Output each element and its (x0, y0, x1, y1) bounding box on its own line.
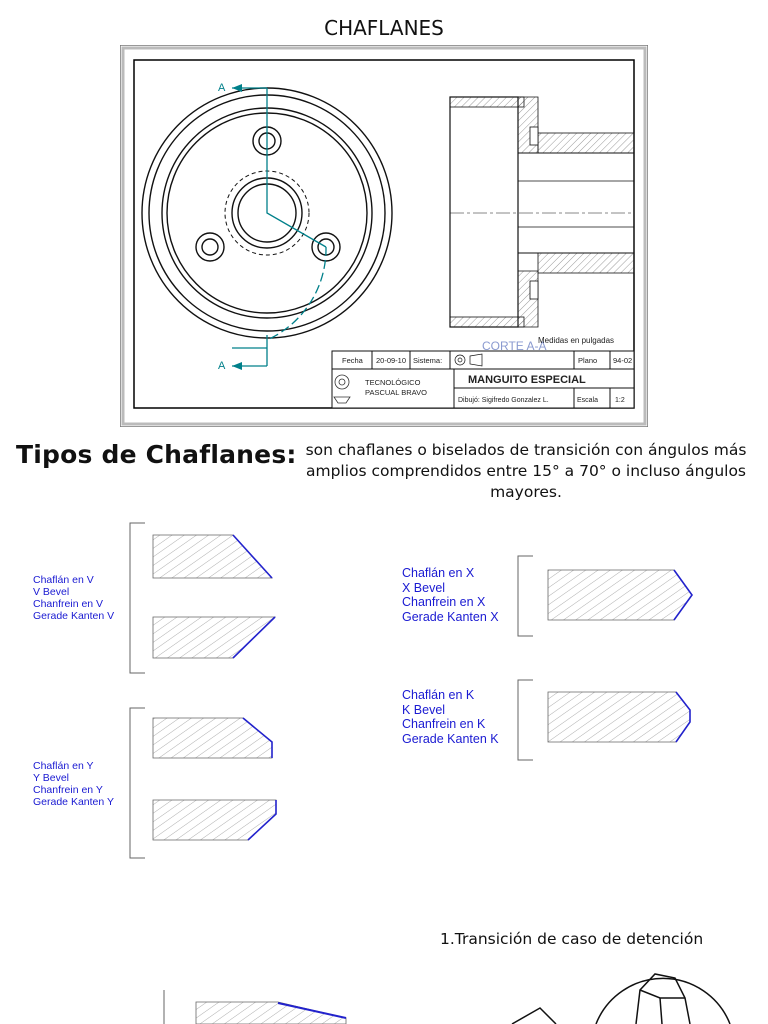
v-bevel-label-fr: Chanfrein en V (33, 598, 104, 610)
v-bevel-label-de: Gerade Kanten V (33, 610, 115, 622)
crystal-detail (635, 973, 691, 1024)
bevel-diagrams (129, 522, 693, 859)
k-bevel-label-de: Gerade Kanten K (402, 731, 499, 746)
y-bevel-label-en: Y Bevel (33, 772, 69, 784)
escala-value: 1:2 (615, 397, 625, 404)
bottom-diagrams (163, 973, 731, 1024)
y-bevel-labels: Chaflán en Y Y Bevel Chanfrein en Y Gera… (33, 760, 114, 808)
y-bevel-diagram (129, 707, 277, 859)
title-block: Fecha 20-09-10 Sistema: Plano 94-02 TECN… (331, 350, 635, 409)
projection-symbol-icon (454, 353, 483, 367)
section-view: CORTE A-A Medidas en pulgadas (449, 96, 635, 353)
section-marker-bottom: A (218, 360, 226, 372)
plano-value: 94-02 (613, 356, 632, 365)
v-bevel-labels: Chaflán en V V Bevel Chanfrein en V Gera… (33, 574, 114, 622)
units-note: Medidas en pulgadas (538, 336, 614, 345)
x-bevel-label-fr: Chanfrein en X (402, 595, 486, 609)
y-bevel-label-de: Gerade Kanten Y (33, 796, 114, 808)
section-description: son chaflanes o biselados de transición … (305, 441, 747, 501)
institution-logo (333, 374, 351, 404)
plano-label: Plano (578, 356, 597, 365)
institution-line-2: PASCUAL BRAVO (365, 388, 427, 397)
v-bevel-label-en: V Bevel (33, 586, 70, 598)
fecha-label: Fecha (342, 356, 364, 365)
k-bevel-diagram (517, 679, 691, 761)
x-bevel-diagram (517, 555, 693, 637)
v-bevel-label-es: Chaflán en V (33, 574, 94, 586)
k-bevel-label-en: K Bevel (402, 702, 446, 717)
institution-line-1: TECNOLÓGICO (365, 378, 421, 387)
y-bevel-label-fr: Chanfrein en Y (33, 784, 103, 796)
front-view (141, 87, 393, 339)
sistema-label: Sistema: (413, 356, 442, 365)
drawn-by: Dibujó: Sigifredo Gonzalez L. (458, 397, 549, 404)
k-bevel-label-fr: Chanfrein en K (402, 717, 486, 731)
x-bevel-label-de: Gerade Kanten X (402, 609, 499, 624)
section-label: CORTE A-A (482, 339, 546, 353)
page-title: CHAFLANES (324, 16, 444, 40)
section-marker-top: A (218, 82, 226, 94)
x-bevel-labels: Chaflán en X X Bevel Chanfrein en X Gera… (402, 566, 499, 624)
part-name: MANGUITO ESPECIAL (468, 374, 586, 386)
k-bevel-label-es: Chaflán en K (402, 688, 475, 702)
escala-label: Escala (577, 397, 598, 404)
y-bevel-label-es: Chaflán en Y (33, 760, 94, 772)
x-bevel-label-en: X Bevel (402, 580, 446, 595)
v-bevel-diagram (129, 522, 276, 674)
caption-transition: 1.Transición de caso de detención (440, 930, 704, 948)
k-bevel-labels: Chaflán en K K Bevel Chanfrein en K Gera… (402, 688, 499, 746)
detail-circle (595, 977, 731, 1024)
section-heading: Tipos de Chaflanes: (16, 440, 297, 469)
x-bevel-label-es: Chaflán en X (402, 566, 475, 580)
technical-drawing: A A CORTE A-A Medidas en pulgadas Fecha … (120, 45, 648, 427)
fecha-value: 20-09-10 (376, 356, 406, 365)
